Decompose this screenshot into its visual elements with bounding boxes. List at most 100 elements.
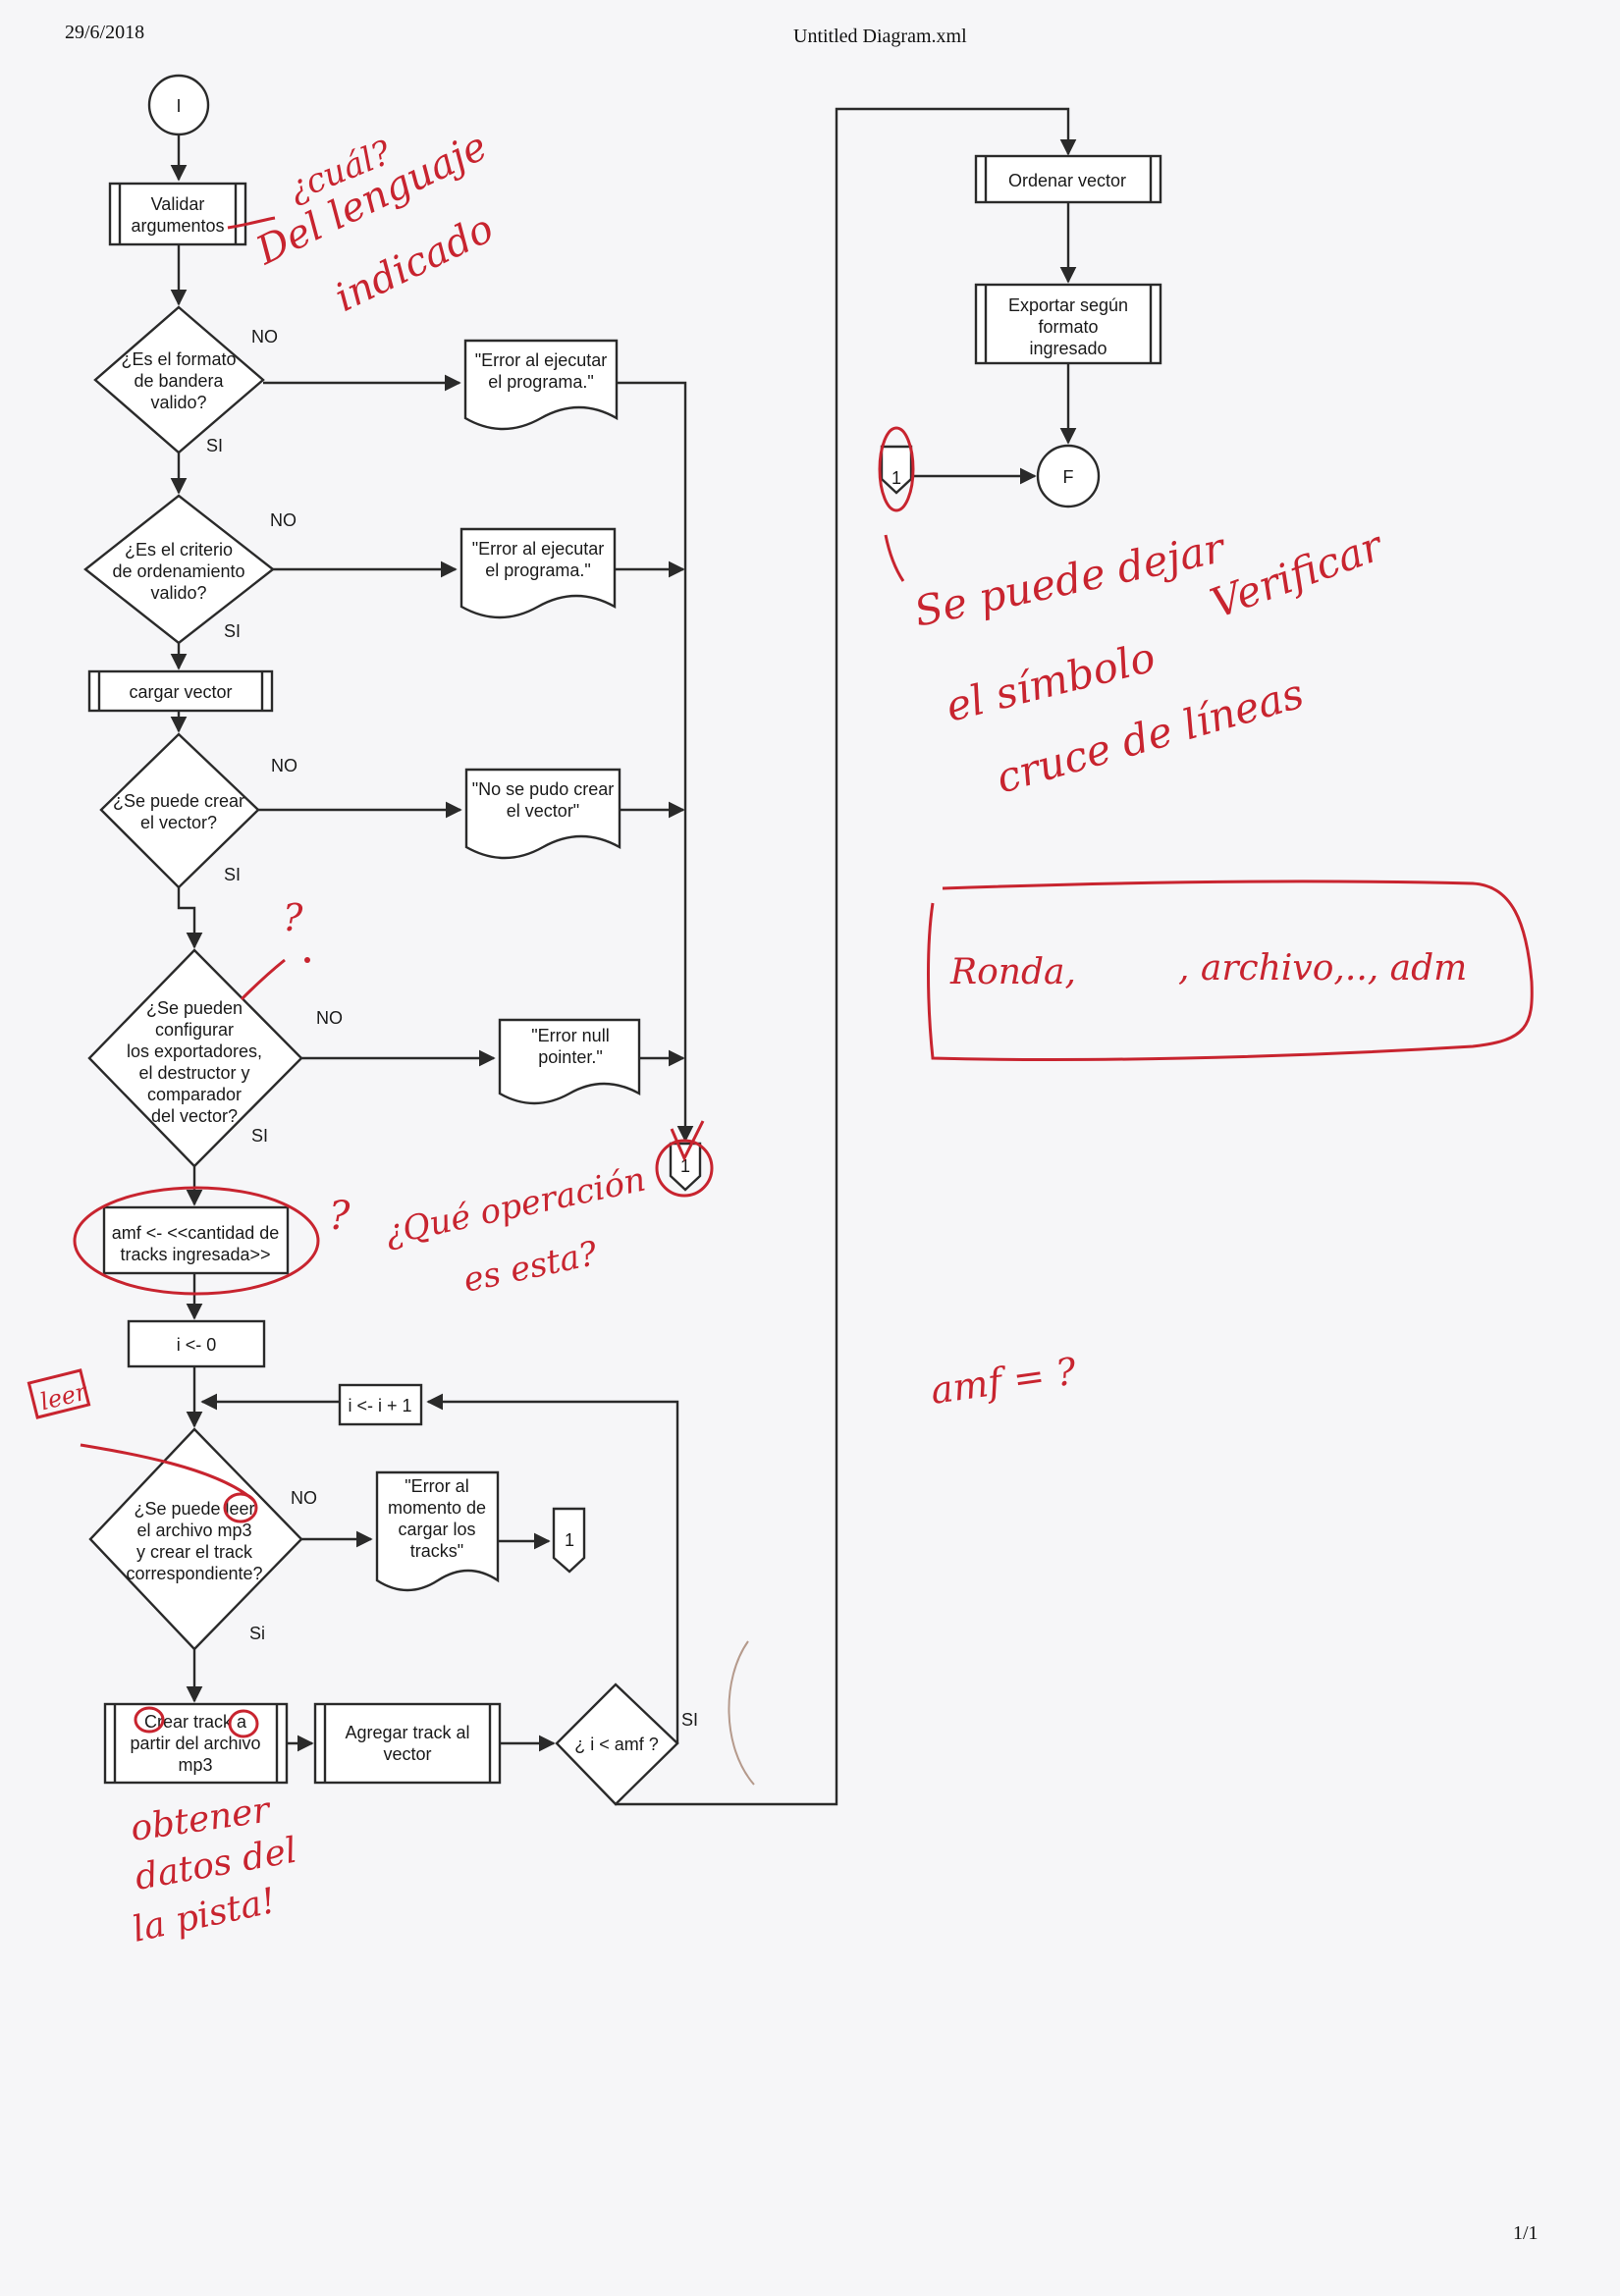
end-label: F — [1063, 467, 1074, 487]
null-error-line-1: "Error null — [531, 1026, 609, 1045]
annotation-bracket-left: Ronda, — [949, 952, 1076, 992]
sort-criteria-line-3: valido? — [150, 583, 206, 603]
read-mp3-decision: ¿Se puede leer el archivo mp3 y crear el… — [88, 1427, 303, 1651]
init-i-label: i <- 0 — [177, 1335, 217, 1355]
configure-line-3: los exportadores, — [127, 1041, 262, 1061]
annotation-connector-2: el símbolo — [942, 633, 1161, 731]
init-i-process: i <- 0 — [127, 1319, 266, 1368]
no-label: NO — [291, 1488, 317, 1508]
validate-args-line-2: argumentos — [131, 216, 224, 236]
configure-decision: ¿Se pueden configurar los exportadores, … — [87, 948, 303, 1168]
create-track-line-2: partir del archivo — [130, 1734, 260, 1753]
configure-line-2: configurar — [155, 1020, 234, 1040]
add-track-process: Agregar track al vector — [313, 1702, 502, 1785]
vector-error-document: "No se pudo crear el vector" — [464, 768, 621, 860]
read-mp3-line-4: correspondiente? — [126, 1564, 262, 1583]
configure-line-4: el destructor y — [138, 1063, 249, 1083]
annotation-leer: leer — [37, 1377, 90, 1415]
export-line-3: ingresado — [1029, 339, 1107, 358]
export-process: Exportar según formato ingresado — [974, 283, 1162, 365]
load-vector-process: cargar vector — [87, 669, 274, 713]
create-track-process: Crear track a partir del archivo mp3 — [103, 1702, 289, 1785]
si-label: SI — [224, 621, 241, 641]
flag-format-line-3: valido? — [150, 393, 206, 412]
null-error-line-2: pointer." — [538, 1047, 602, 1067]
annotation-question-1: ? — [283, 896, 303, 939]
load-vector-label: cargar vector — [129, 682, 232, 702]
connector-label: 1 — [565, 1530, 574, 1550]
si-label: SI — [206, 436, 223, 455]
error-exec-document-2: "Error al ejecutar el programa." — [459, 527, 617, 619]
annotation-operation-2: es esta? — [460, 1234, 602, 1301]
loop-back-edge — [426, 1393, 679, 1743]
annotation-amf: amf = ? — [928, 1349, 1079, 1412]
export-line-1: Exportar según — [1008, 295, 1128, 315]
annotation-connector-1: Se puede dejar — [910, 523, 1231, 636]
annotation-question-2: ? — [329, 1194, 351, 1239]
connector-label: 1 — [891, 468, 901, 488]
edge — [617, 381, 694, 1143]
error-exec-document-1: "Error al ejecutar el programa." — [463, 339, 619, 431]
si-label: Si — [249, 1624, 265, 1643]
sort-criteria-line-1: ¿Es el criterio — [125, 540, 233, 560]
configure-line-5: comparador — [147, 1085, 242, 1104]
document-title: Untitled Diagram.xml — [793, 26, 967, 47]
tracks-error-document: "Error al momento de cargar los tracks" — [375, 1470, 500, 1592]
create-vector-decision: ¿Se puede crear el vector? — [99, 732, 260, 889]
sort-criteria-decision: ¿Es el criterio de ordenamiento valido? — [83, 494, 275, 645]
loop-decision: ¿ i < amf ? — [555, 1682, 679, 1806]
tracks-error-line-1: "Error al — [405, 1476, 468, 1496]
error-exec-2-line-2: el programa." — [485, 561, 590, 580]
si-label: SI — [251, 1126, 268, 1146]
null-pointer-error-document: "Error null pointer." — [498, 1018, 641, 1105]
add-track-line-1: Agregar track al — [345, 1723, 469, 1742]
start-label: I — [176, 96, 181, 116]
error-exec-2-line-1: "Error al ejecutar — [472, 539, 604, 559]
offpage-connector-1a: 1 — [669, 1142, 702, 1192]
amf-assign-process: amf <- <<cantidad de tracks ingresada>> — [102, 1205, 290, 1275]
increment-i-label: i <- i + 1 — [348, 1396, 411, 1415]
create-track-line-3: mp3 — [178, 1755, 212, 1775]
sort-vector-label: Ordenar vector — [1008, 171, 1126, 190]
no-label: NO — [271, 756, 297, 775]
no-label: NO — [251, 327, 278, 347]
offpage-connector-1c: 1 — [880, 445, 913, 495]
connector-label: 1 — [680, 1156, 690, 1176]
read-mp3-line-3: y crear el track — [136, 1542, 253, 1562]
flag-format-decision: ¿Es el formato de bandera valido? — [93, 305, 265, 454]
configure-line-6: del vector? — [151, 1106, 238, 1126]
loop-decision-label: ¿ i < amf ? — [574, 1735, 659, 1754]
tracks-error-line-4: tracks" — [410, 1541, 463, 1561]
no-label: NO — [316, 1008, 343, 1028]
tracks-error-line-3: cargar los — [398, 1520, 475, 1539]
configure-line-1: ¿Se pueden — [146, 998, 243, 1018]
vector-error-line-1: "No se pudo crear — [472, 779, 614, 799]
print-date: 29/6/2018 — [65, 22, 145, 43]
amf-assign-line-2: tracks ingresada>> — [120, 1245, 270, 1264]
page-number: 1/1 — [1513, 2222, 1539, 2244]
validate-arguments-process: Validar argumentos — [108, 182, 247, 246]
read-mp3-line-1: ¿Se puede leer — [134, 1499, 254, 1519]
add-track-line-2: vector — [383, 1744, 431, 1764]
annotation-connector-3: Verificar — [1205, 520, 1391, 627]
read-mp3-line-2: el archivo mp3 — [136, 1521, 251, 1540]
error-exec-1-line-1: "Error al ejecutar — [475, 350, 607, 370]
annotation-operation-1: ¿Qué operación — [382, 1160, 650, 1254]
offpage-connector-1b: 1 — [552, 1507, 586, 1574]
amf-assign-line-1: amf <- <<cantidad de — [112, 1223, 280, 1243]
edge — [177, 887, 203, 949]
si-label: SI — [224, 865, 241, 884]
annotation-bracket-right: , archivo,.., adm — [1178, 948, 1467, 988]
vector-error-line-2: el vector" — [507, 801, 579, 821]
loop-exit-edge — [616, 107, 1077, 1806]
flag-format-line-2: de bandera — [134, 371, 224, 391]
create-vector-line-1: ¿Se puede crear — [113, 791, 244, 811]
tracks-error-line-2: momento de — [388, 1498, 486, 1518]
export-line-2: formato — [1038, 317, 1098, 337]
validate-args-line-1: Validar — [151, 194, 205, 214]
create-vector-line-2: el vector? — [140, 813, 217, 832]
si-label: SI — [681, 1710, 698, 1730]
create-track-line-1: Crear track a — [144, 1712, 247, 1732]
start-terminal: I — [147, 74, 210, 136]
